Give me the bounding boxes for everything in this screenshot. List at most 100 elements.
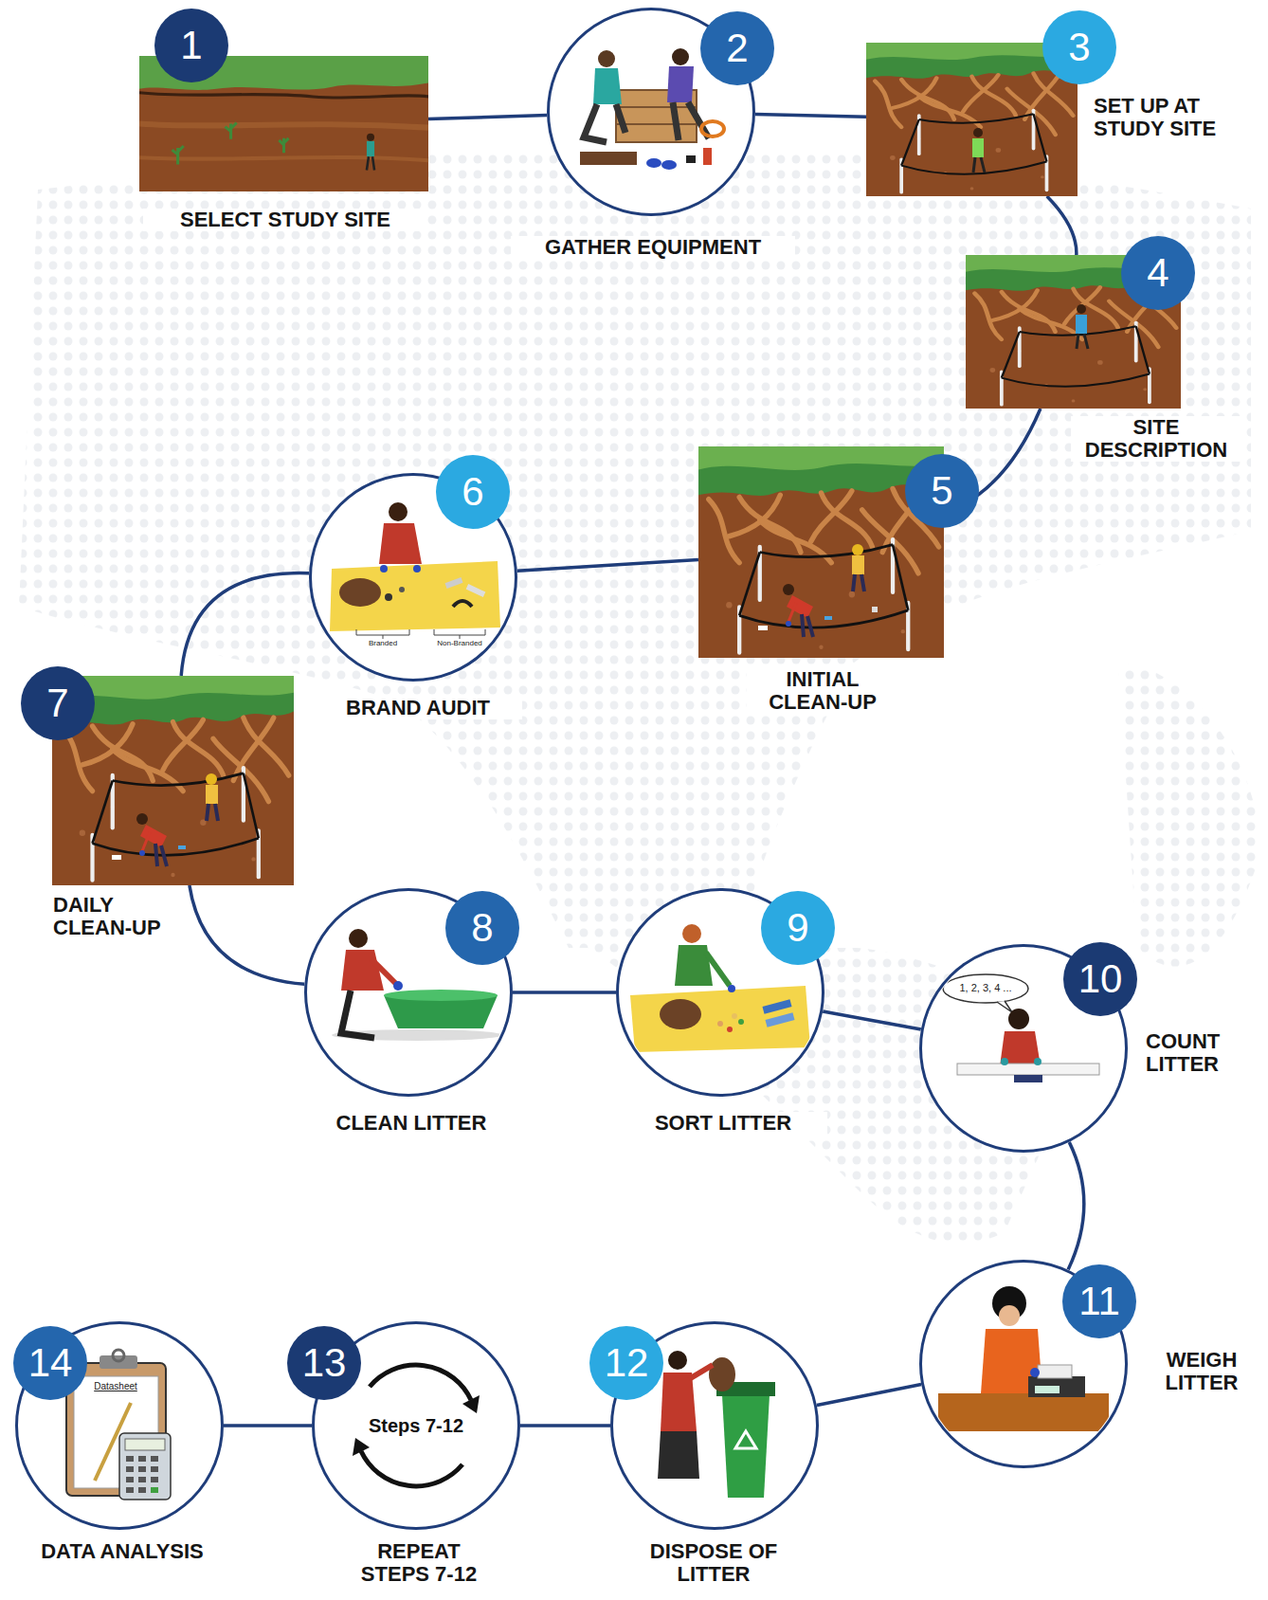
sort-litter-scene [764,1012,795,1027]
map-dots [1118,663,1261,967]
step-label: REPEAT STEPS 7-12 [352,1539,486,1586]
sort-litter-scene [726,1026,733,1033]
step-number-badge: 4 [1121,235,1196,310]
dispose-litter-scene [657,1431,700,1479]
step-number-badge: 6 [435,454,510,529]
brand-audit-scene [434,629,486,639]
dispose-litter-scene [657,1350,776,1498]
step-number-badge: 5 [905,453,979,528]
sort-litter-scene [682,923,702,943]
step-label: CLEAN LITTER [307,1111,516,1135]
illustration-label: Non-Branded [436,639,483,649]
clean-litter-scene [371,959,397,984]
flow-connector [428,115,547,120]
site-description-scene [1075,314,1087,334]
step-circle: 10COUNT LITTER [919,943,1128,1153]
flow-connector [189,885,305,984]
sort-litter-scene [727,984,736,993]
gather-equipment-scene [579,151,637,165]
flow-connector [816,1384,922,1406]
sort-litter-scene [761,998,792,1014]
cleanup-people [801,614,814,637]
site-description-scene [1076,304,1087,314]
site-description-scene [1001,322,1150,405]
data-analysis-scene [112,1349,125,1361]
dispose-litter-scene [688,1364,713,1379]
data-analysis-scene [138,1466,146,1472]
gather-equipment-scene [579,48,725,170]
step-circle: 6BRAND AUDIT [308,472,518,682]
step-circle: 2GATHER EQUIPMENT [546,7,756,217]
gather-equipment-scene [686,155,696,164]
count-litter-scene [996,1000,1013,1013]
setup-scene [866,42,1078,197]
setup-scene [901,109,1047,193]
gather-equipment-scene [597,50,616,68]
gather-equipment-scene [701,121,725,137]
gather-equipment-scene [615,107,697,125]
data-analysis-scene [126,1486,134,1493]
cleanup-people [782,583,795,596]
weigh-litter-scene [1028,1376,1086,1397]
step-label: INITIAL CLEAN-UP [746,668,899,714]
gather-equipment-scene [661,160,677,170]
step-label: DATA ANALYSIS [18,1539,227,1563]
count-litter-scene [957,1063,1100,1075]
step-panel: 5INITIAL CLEAN-UP [698,446,944,658]
clean-litter-scene [341,990,375,1038]
repeat-arrows [369,1364,471,1400]
step-number-badge: 8 [445,890,520,965]
step-label: SORT LITTER [618,1111,828,1135]
brand-audit-scene [445,577,464,589]
gather-equipment-scene [646,158,662,168]
brand-audit-scene [356,629,410,639]
step-label: SITE DESCRIPTION [1070,416,1242,462]
brand-audit-scene [398,586,405,593]
data-analysis-scene [126,1466,134,1472]
data-analysis-scene [150,1455,159,1462]
step-circle: 8CLEAN LITTER [304,887,513,1097]
illustration-label: Datasheet [93,1380,138,1392]
clean-litter-scene [383,989,498,1001]
step-number-badge: 2 [700,11,775,86]
sort-litter-scene [630,985,811,1052]
cleanup-people [851,555,865,575]
data-analysis-scene [138,1455,146,1462]
initial-cleanup-scene [739,539,908,653]
flow-connector [512,990,616,995]
sort-litter-scene [717,1020,724,1027]
gather-equipment-scene [703,147,712,165]
daily-cleanup-scene [139,850,145,856]
step-number-badge: 10 [1063,941,1138,1016]
step-label: GATHER EQUIPMENT [510,235,796,259]
count-litter-scene [1008,1008,1030,1030]
step-number-badge: 3 [1042,10,1117,85]
flow-connector [181,573,309,676]
step-number-badge: 14 [13,1325,88,1400]
count-litter-scene [942,974,1029,1003]
gather-equipment-scene [671,48,689,66]
data-analysis-scene [150,1476,159,1483]
step-panel: 3SET UP AT STUDY SITE [866,42,1078,197]
step-label: SET UP AT STUDY SITE [1091,94,1253,141]
data-analysis-scene [150,1466,159,1472]
brand-audit-scene [379,523,422,564]
daily-cleanup-scene [111,773,218,867]
brand-audit-scene [466,583,487,598]
data-analysis-scene [150,1486,159,1493]
step-circle: 11WEIGH LITTER [919,1259,1128,1468]
flow-connector [755,114,867,118]
brand-audit-scene [452,600,472,607]
sort-litter-scene [738,1018,744,1025]
brand-audit-scene [388,502,408,522]
step-label: COUNT LITTER [1143,1030,1263,1076]
flow-connector [1068,1141,1085,1270]
weigh-litter-scene [1037,1364,1072,1378]
step-label: DAILY CLEAN-UP [51,893,175,940]
daily-cleanup-scene [136,813,148,825]
daily-cleanup-scene [205,773,218,785]
step-number-badge: 11 [1062,1264,1137,1339]
data-analysis-scene [138,1476,146,1483]
daily-cleanup-scene [142,832,150,852]
brand-audit-scene [413,564,421,573]
